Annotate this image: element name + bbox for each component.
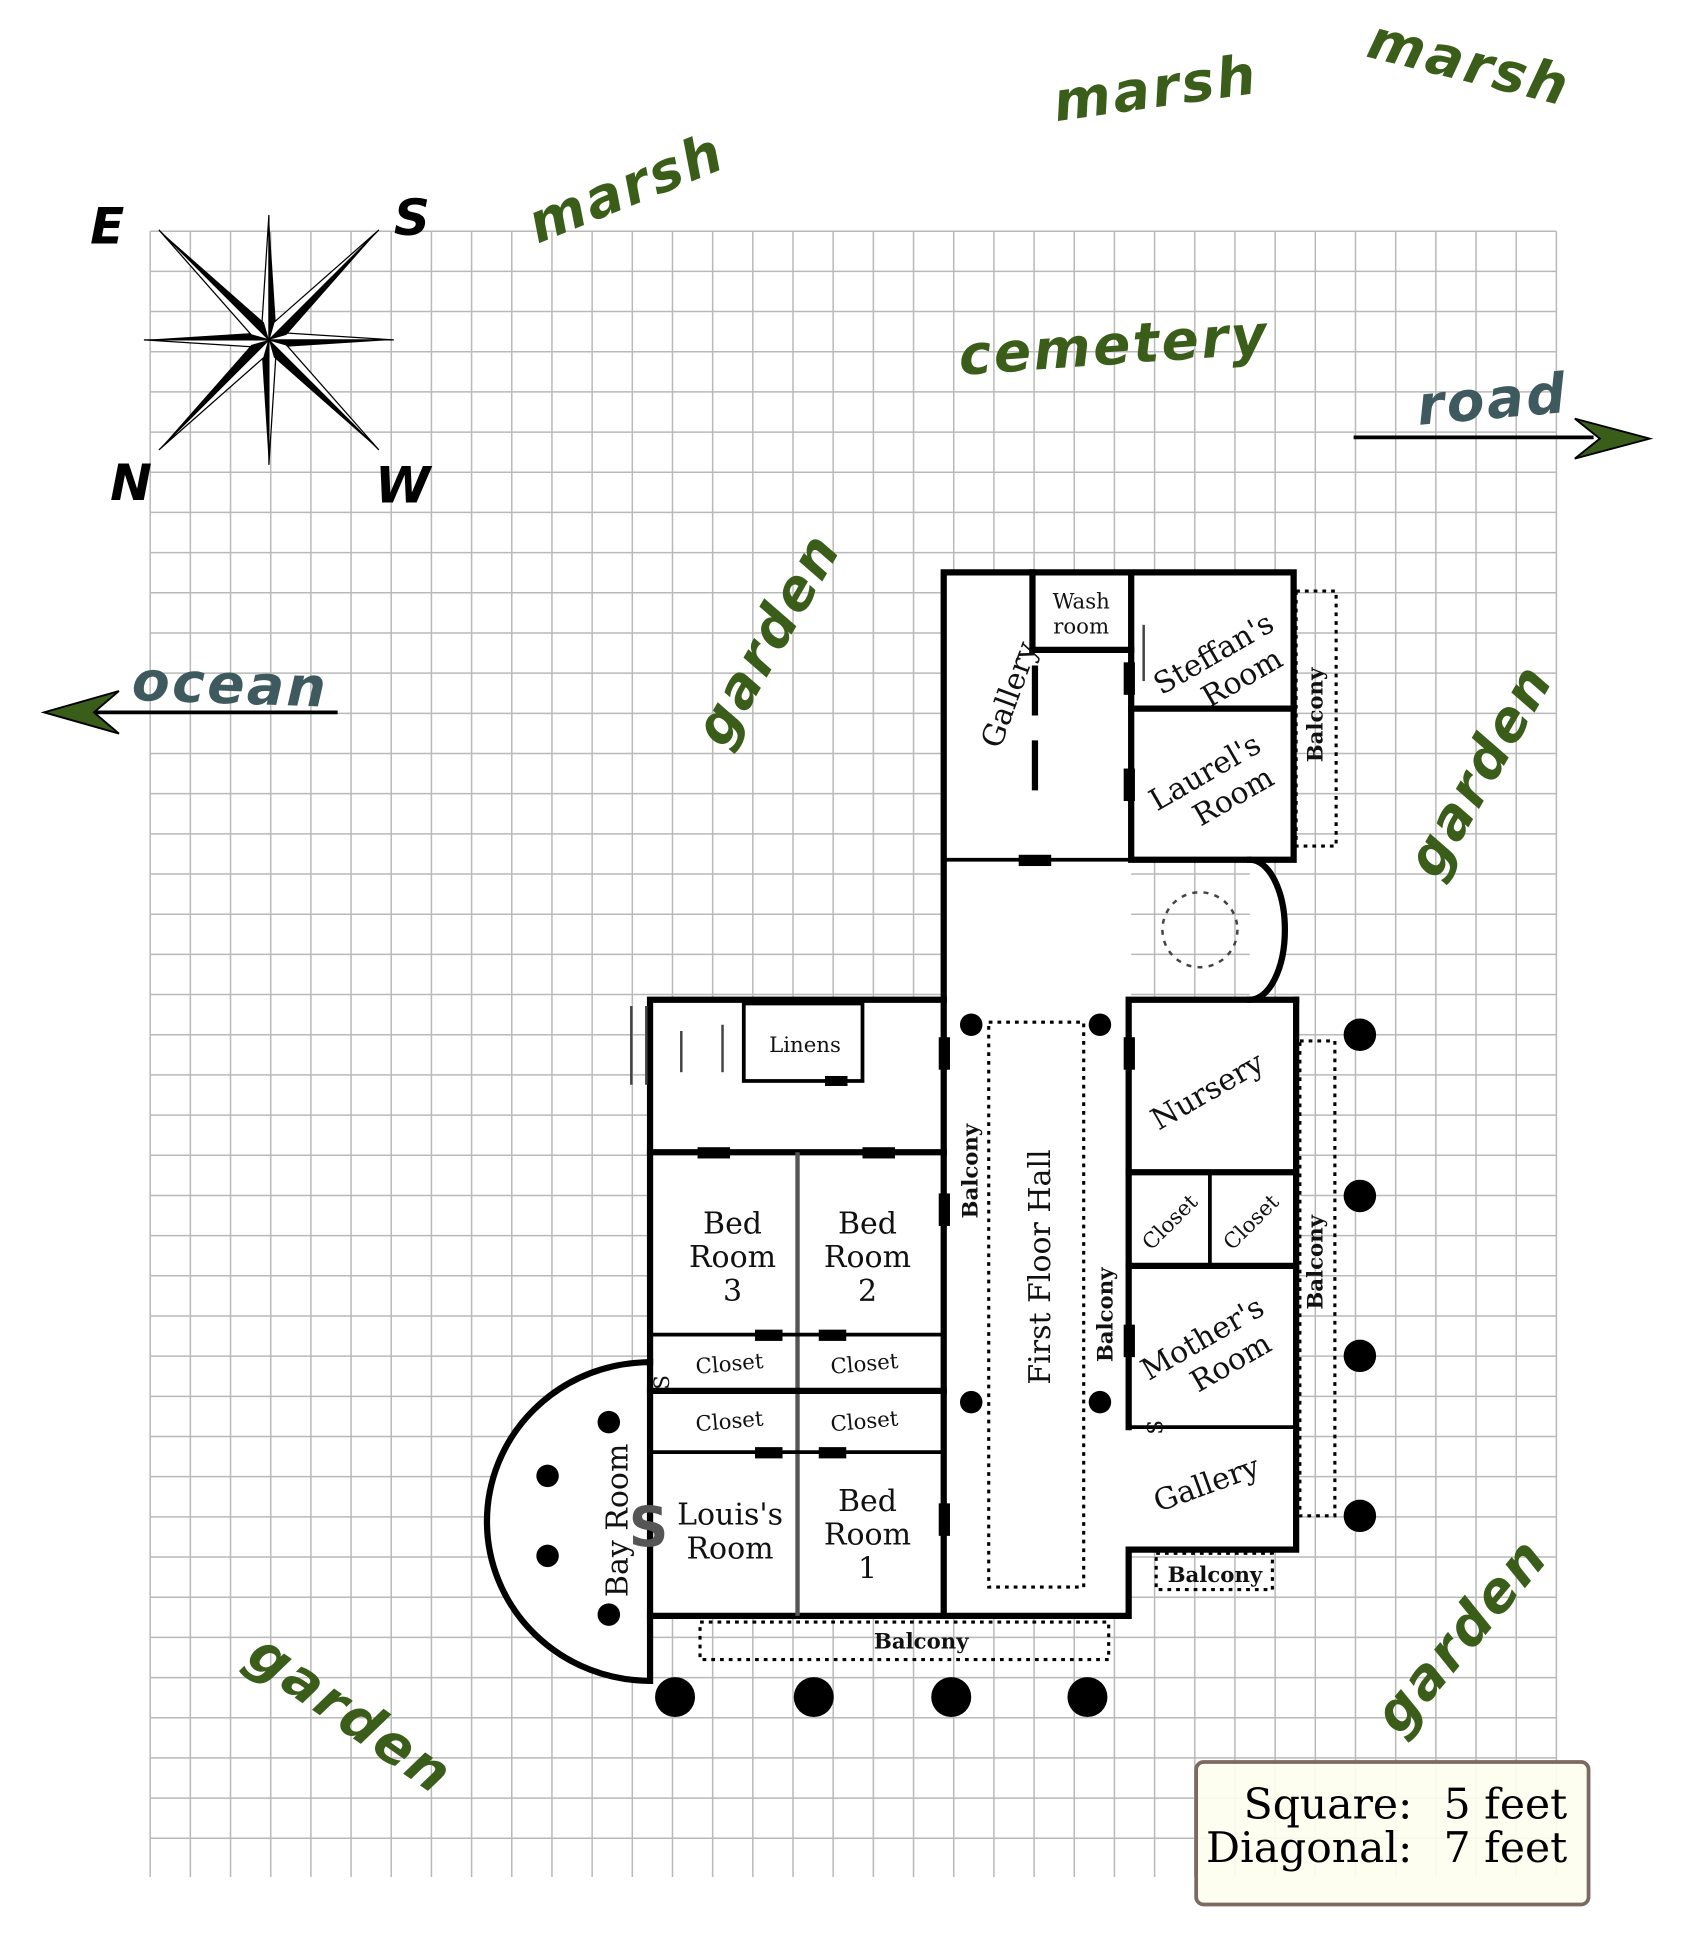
legend-diagonal-label: Diagonal: — [1206, 1824, 1412, 1873]
terrain-marsh: marsh — [1362, 7, 1577, 119]
secret-door-marker: S — [650, 1375, 675, 1390]
ocean-arrow-icon — [40, 690, 338, 735]
balcony-label: Balcony — [1093, 1267, 1118, 1362]
pillars — [536, 1013, 1377, 1718]
balcony-label: Balcony — [958, 1123, 983, 1218]
balcony-label: Balcony — [1168, 1563, 1263, 1588]
room-label-closet: Closet — [830, 1349, 900, 1380]
room-label-first-floor-hall: First Floor Hall — [1023, 1149, 1058, 1384]
terrain-ocean: ocean — [131, 649, 329, 720]
road-arrow-icon — [1353, 417, 1654, 460]
building-walls — [483, 569, 1300, 1684]
compass-rose-icon — [143, 214, 394, 465]
secret-stair-marker: S — [629, 1495, 669, 1559]
terrain-cemetery: cemetery — [956, 302, 1271, 388]
terrain-garden: garden — [1361, 1525, 1561, 1746]
balcony-label: Balcony — [1303, 667, 1328, 762]
terrain-marsh: marsh — [1049, 42, 1262, 134]
room-label-linens: Linens — [769, 1033, 841, 1058]
balcony-label: Balcony — [874, 1629, 969, 1654]
legend-square-label: Square: — [1244, 1780, 1413, 1829]
terrain-marsh: marsh — [518, 119, 733, 255]
stairs-icon — [630, 624, 1145, 1085]
legend-square-value: 5 feet — [1444, 1780, 1568, 1829]
room-label-closet: Closet — [830, 1406, 900, 1437]
compass-north: N — [110, 454, 152, 512]
compass-east: E — [90, 198, 124, 256]
room-label-bay-room: Bay Room — [601, 1444, 636, 1598]
compass-south: S — [394, 189, 430, 247]
room-label-closet: Closet — [695, 1406, 765, 1437]
secret-door-marker: S — [1143, 1420, 1168, 1435]
balcony-label: Balcony — [1303, 1214, 1328, 1309]
spiral-stairs-icon — [1161, 891, 1239, 969]
room-label-closet: Closet — [695, 1349, 765, 1380]
compass-west: W — [375, 456, 433, 514]
scale-legend: Square: 5 feet Diagonal: 7 feet — [1194, 1760, 1591, 1907]
terrain-garden: garden — [1393, 653, 1566, 888]
terrain-road: road — [1414, 361, 1570, 438]
legend-diagonal-value: 7 feet — [1444, 1824, 1568, 1873]
terrain-garden: garden — [681, 521, 854, 756]
